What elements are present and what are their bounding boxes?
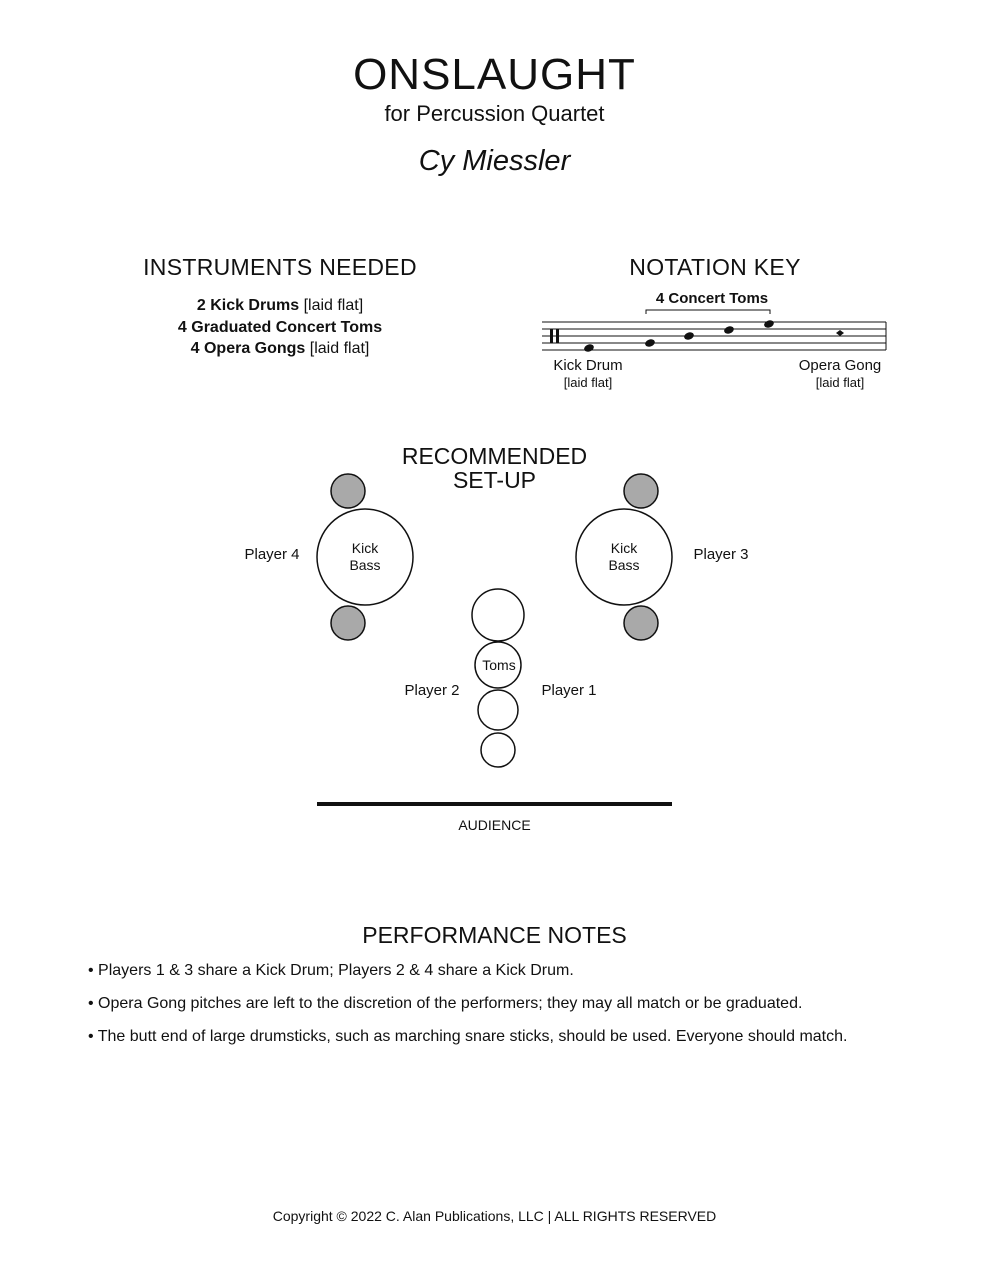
instrument-item: 4 Opera Gongs [laid flat] xyxy=(100,338,460,360)
instrument-item: 4 Graduated Concert Toms xyxy=(100,317,460,339)
audience-line xyxy=(317,802,672,806)
performance-note: • The butt end of large drumsticks, such… xyxy=(88,1028,848,1045)
instrument-name: 4 Graduated Concert Toms xyxy=(177,318,383,336)
concert-tom xyxy=(480,732,516,768)
notation-key-staff: 4 Concert Toms Kick Drum [laid flat] Ope… xyxy=(542,290,887,390)
setup-diagram: Kick Bass Player 4 Kick Bass Player 3 To… xyxy=(244,473,749,806)
opera-gong xyxy=(623,605,659,641)
concert-tom xyxy=(474,641,522,689)
bass-label: Bass xyxy=(608,557,639,573)
audience-label: AUDIENCE xyxy=(458,817,531,833)
page-subtitle: for Percussion Quartet xyxy=(384,101,605,126)
setup-heading-line1: RECOMMENDED xyxy=(401,443,588,469)
concert-tom xyxy=(477,689,519,731)
kick-drum-note-label: [laid flat] xyxy=(564,375,612,390)
page-title: ONSLAUGHT xyxy=(353,50,636,99)
setup-heading: RECOMMENDED SET-UP xyxy=(340,444,649,492)
opera-gong xyxy=(330,605,366,641)
toms-bracket-label: 4 Concert Toms xyxy=(656,290,768,307)
concert-tom xyxy=(471,588,525,642)
instruments-list: 2 Kick Drums [laid flat] 4 Graduated Con… xyxy=(100,295,460,360)
percussion-clef-bar xyxy=(550,329,553,343)
opera-gong-note xyxy=(836,330,844,336)
performance-notes-list: • Players 1 & 3 share a Kick Drum; Playe… xyxy=(88,958,948,1057)
staff-lines xyxy=(542,321,887,351)
kick-label: Kick xyxy=(352,540,379,556)
player-2-label: Player 2 xyxy=(404,682,459,699)
performance-notes-heading: PERFORMANCE NOTES xyxy=(362,922,627,948)
toms-bracket xyxy=(645,309,771,314)
notation-key-heading: NOTATION KEY xyxy=(629,254,801,280)
opera-gong xyxy=(623,473,659,509)
copyright-notice: Copyright © 2022 C. Alan Publications, L… xyxy=(272,1208,717,1224)
instruments-heading: INSTRUMENTS NEEDED xyxy=(143,254,417,280)
player-1-label: Player 1 xyxy=(541,682,596,699)
kick-drum-right xyxy=(575,508,673,606)
instrument-item: 2 Kick Drums [laid flat] xyxy=(100,295,460,317)
percussion-clef-bar xyxy=(556,329,559,343)
tom-note xyxy=(684,332,694,340)
tom-note xyxy=(764,320,774,328)
composer-name: Cy Miessler xyxy=(418,145,571,177)
bass-label: Bass xyxy=(349,557,380,573)
performance-note: • Opera Gong pitches are left to the dis… xyxy=(88,995,803,1012)
instrument-name: 4 Opera Gongs xyxy=(190,340,306,357)
player-3-label: Player 3 xyxy=(693,546,748,563)
performance-note: • Players 1 & 3 share a Kick Drum; Playe… xyxy=(88,962,574,979)
kick-drum-left xyxy=(316,508,414,606)
instrument-note: [laid flat] xyxy=(303,297,364,314)
setup-heading-line2: SET-UP xyxy=(452,467,537,493)
instrument-note: [laid flat] xyxy=(309,340,370,357)
tom-note xyxy=(724,326,734,334)
instrument-name: 2 Kick Drums xyxy=(196,297,300,314)
opera-gong-note-label: [laid flat] xyxy=(816,375,864,390)
kick-drum-label: Kick Drum xyxy=(553,357,622,374)
player-4-label: Player 4 xyxy=(244,546,299,563)
opera-gong xyxy=(330,473,366,509)
opera-gong-label: Opera Gong xyxy=(799,357,882,374)
kick-drum-note xyxy=(584,344,594,352)
tom-note xyxy=(645,339,655,347)
toms-label: Toms xyxy=(482,657,515,673)
kick-label: Kick xyxy=(611,540,638,556)
